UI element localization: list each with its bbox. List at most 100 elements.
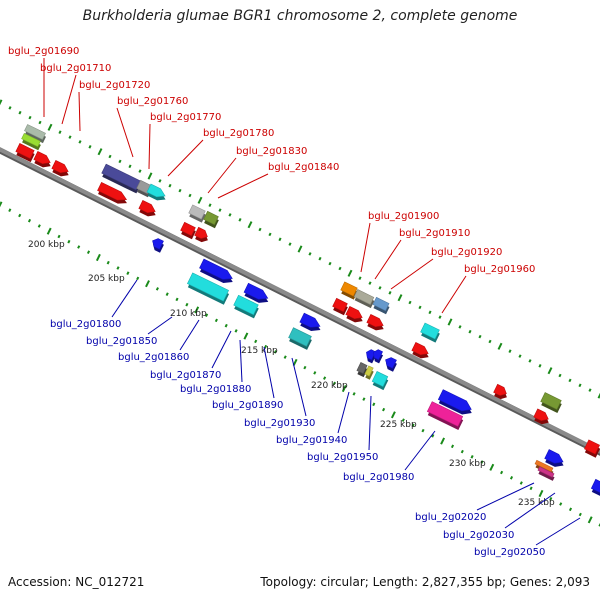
outer-tick-mark <box>508 349 512 353</box>
gene-feature <box>353 289 375 309</box>
inner-tick-mark <box>587 516 593 524</box>
chromosome-backbone <box>0 147 600 454</box>
inner-tick-mark <box>509 476 514 480</box>
gene-feature <box>146 183 166 201</box>
gene-feature <box>15 143 35 163</box>
accession-text: Accession: NC_012721 <box>8 575 145 589</box>
outer-tick-mark <box>88 145 92 149</box>
gene-feature <box>299 312 321 331</box>
kbp-tick-label: 230 kbp <box>449 459 486 469</box>
outer-tick-mark <box>197 196 203 204</box>
forward-gene-label: bglu_2g01960 <box>464 264 535 275</box>
gene-feature <box>180 221 196 240</box>
reverse-label-leader <box>239 339 243 383</box>
inner-tick-mark <box>234 329 238 333</box>
gene-feature <box>420 322 440 343</box>
reverse-label-leader <box>147 316 173 335</box>
gene-feature <box>288 327 312 350</box>
inner-tick-mark <box>529 486 533 491</box>
inner-tick-mark <box>126 271 130 275</box>
outer-tick-mark <box>297 245 303 253</box>
inner-tick-mark <box>450 444 455 449</box>
gene-face <box>420 322 440 340</box>
outer-tick-mark <box>58 130 62 134</box>
inner-tick-mark <box>401 418 405 422</box>
gene-face <box>188 204 206 220</box>
reverse-gene-label: bglu_2g01950 <box>307 452 378 463</box>
outer-tick-mark <box>247 221 253 229</box>
gene-feature <box>437 389 472 415</box>
gene-face <box>199 258 233 280</box>
gene-face <box>332 297 348 313</box>
gene-feature <box>372 296 390 315</box>
outer-tick-mark <box>438 315 442 319</box>
inner-tick-mark <box>214 318 218 323</box>
outer-tick-mark <box>488 339 492 344</box>
outer-tick-mark <box>558 373 562 378</box>
gene-face <box>584 439 600 455</box>
gene-feature <box>152 238 164 253</box>
gene-feature <box>199 258 233 284</box>
reverse-gene-label: bglu_2g01890 <box>212 400 283 411</box>
gene-feature <box>101 163 141 194</box>
gene-feature <box>194 226 208 243</box>
gene-face <box>537 466 555 478</box>
outer-tick-mark <box>328 261 332 266</box>
outer-tick-mark <box>47 123 53 131</box>
gene-depth <box>538 470 555 481</box>
outer-tick-mark <box>78 140 82 144</box>
gene-face <box>371 371 389 387</box>
forward-label-leader <box>374 239 402 280</box>
inner-tick-mark <box>362 397 366 401</box>
gene-face <box>194 226 208 239</box>
outer-tick-mark <box>347 269 353 277</box>
outer-tick-mark <box>228 213 232 217</box>
gene-face <box>534 459 554 473</box>
outer-tick-mark <box>588 388 592 392</box>
inner-tick-mark <box>283 355 287 359</box>
forward-gene-label: bglu_2g01770 <box>150 112 221 123</box>
inner-tick-mark <box>254 339 258 344</box>
outer-tick-mark <box>268 232 272 237</box>
outer-tick-mark <box>318 256 322 261</box>
kbp-tick-label: 225 kbp <box>380 420 417 430</box>
gene-face <box>101 163 141 191</box>
outer-tick-mark <box>547 367 553 375</box>
outer-tick-mark <box>188 193 192 198</box>
inner-tick-mark <box>598 523 600 527</box>
inner-tick-mark <box>224 323 228 328</box>
outer-tick-mark <box>238 218 242 222</box>
outer-tick-mark <box>0 99 3 107</box>
inner-tick-mark <box>568 507 573 512</box>
outer-tick-mark <box>38 120 42 125</box>
outer-tick-mark <box>538 364 542 368</box>
forward-label-leader <box>390 258 434 290</box>
inner-tick-mark <box>460 449 464 454</box>
gene-feature <box>544 449 564 467</box>
gene-feature <box>371 371 389 391</box>
outer-tick-mark <box>568 378 572 383</box>
gene-feature <box>233 294 259 319</box>
gene-face <box>24 124 46 140</box>
gene-face <box>180 221 196 237</box>
forward-gene-label: bglu_2g01830 <box>236 146 307 157</box>
outer-tick-mark <box>208 203 212 207</box>
inner-tick-mark <box>37 224 41 228</box>
reverse-gene-label: bglu_2g02030 <box>443 530 514 541</box>
outer-tick-mark <box>147 172 153 180</box>
inner-tick-mark <box>390 411 396 419</box>
gene-face <box>288 327 312 347</box>
inner-tick-mark <box>194 306 200 314</box>
gene-face <box>243 282 269 300</box>
forward-label-leader <box>360 222 371 273</box>
forward-label-leader <box>441 275 467 314</box>
outer-tick-mark <box>68 135 72 139</box>
inner-tick-mark <box>18 213 22 218</box>
gene-feature <box>584 439 600 458</box>
outer-tick-mark <box>138 169 142 173</box>
inner-tick-mark <box>273 350 277 354</box>
reverse-gene-label: bglu_2g01980 <box>343 472 414 483</box>
inner-tick-mark <box>303 365 307 370</box>
reverse-gene-label: bglu_2g01850 <box>86 336 157 347</box>
